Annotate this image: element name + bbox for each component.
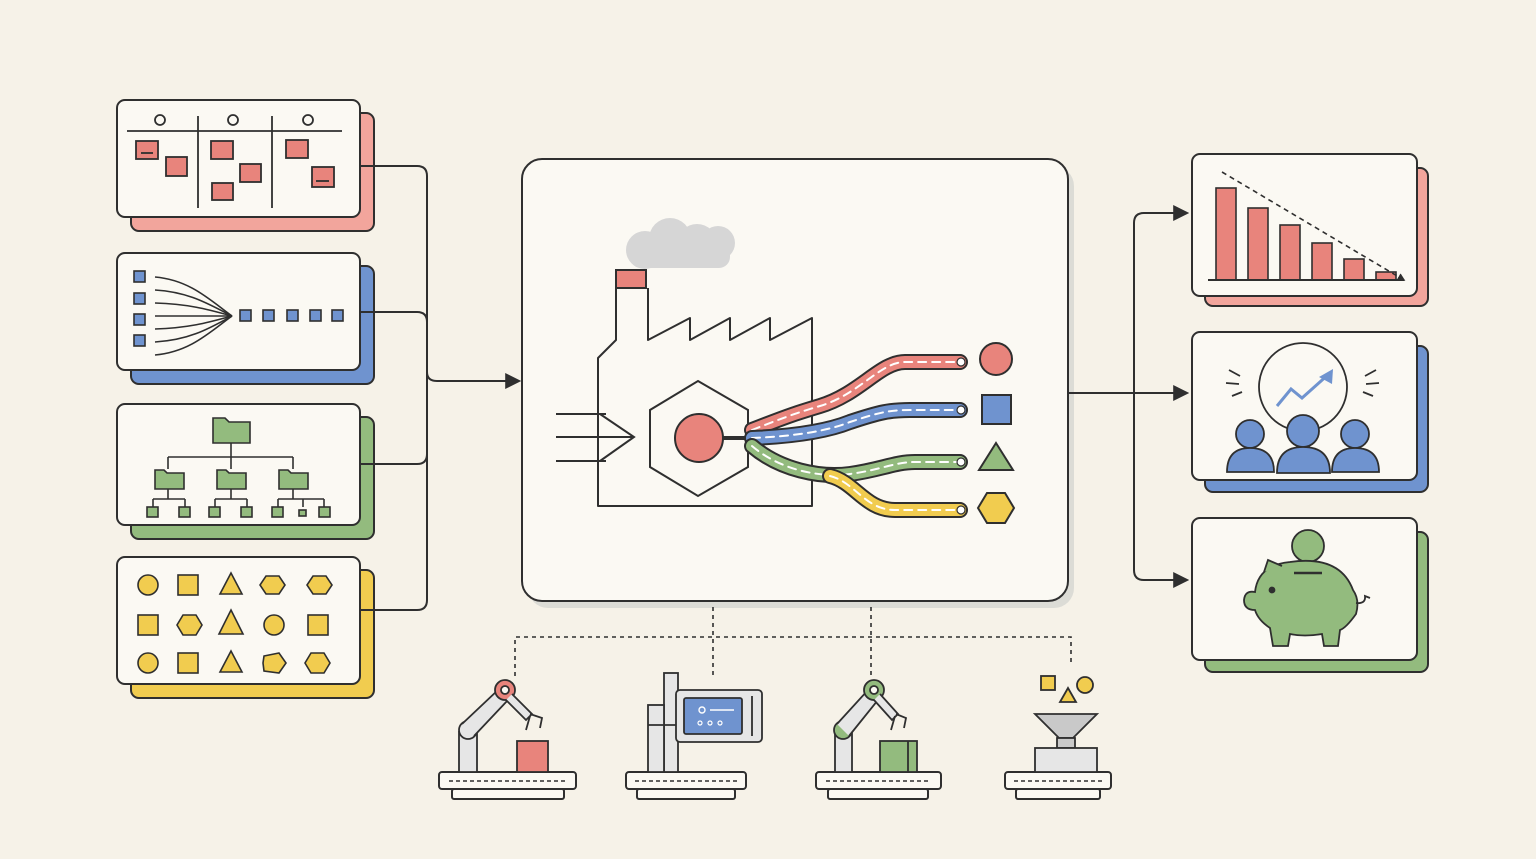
input-card-kanban xyxy=(116,99,375,232)
declining-bar xyxy=(1343,258,1365,281)
hopper-icon xyxy=(1032,675,1100,773)
robot-arm-icon xyxy=(458,679,549,773)
declining-bar xyxy=(1247,207,1269,281)
station-control-panel xyxy=(625,672,763,800)
robot-arm-icon xyxy=(833,679,918,773)
input-card-merge xyxy=(116,252,375,385)
kanban-board-icon xyxy=(127,114,342,208)
declining-bar xyxy=(1311,242,1333,281)
mixed-shapes-icon xyxy=(137,571,333,674)
input-card-folder-tree xyxy=(116,403,375,540)
declining-bar xyxy=(1215,187,1237,281)
sorted-square-icon xyxy=(981,394,1012,425)
input-card-shapes xyxy=(116,556,375,699)
station-connectors xyxy=(514,607,1072,676)
station-robot-arm-green xyxy=(815,679,942,800)
control-panel-icon xyxy=(647,672,763,773)
declining-bar-chart-icon xyxy=(1208,171,1406,281)
output-card-team-growth xyxy=(1191,331,1429,493)
merge-lines-icon xyxy=(133,270,344,356)
sorted-triangle-icon xyxy=(977,441,1015,471)
sorted-circle-icon xyxy=(979,342,1013,376)
coin-icon xyxy=(1291,529,1325,563)
sorted-hexagon-icon xyxy=(976,492,1016,524)
cloud-icon xyxy=(626,218,735,269)
team-growth-icon xyxy=(1225,342,1380,474)
sorting-tracks xyxy=(744,354,968,518)
piggy-bank-icon xyxy=(1243,529,1371,647)
output-card-declining-chart xyxy=(1191,153,1429,307)
factory-sorting-icon xyxy=(556,218,1016,524)
input-connectors xyxy=(360,165,522,611)
output-card-savings xyxy=(1191,517,1429,673)
output-connectors xyxy=(1068,205,1190,588)
station-robot-arm-red xyxy=(438,679,577,800)
declining-bar xyxy=(1279,224,1301,281)
station-sorting-hopper xyxy=(1004,675,1112,800)
folder-tree-icon xyxy=(146,417,331,518)
center-panel xyxy=(521,158,1074,608)
